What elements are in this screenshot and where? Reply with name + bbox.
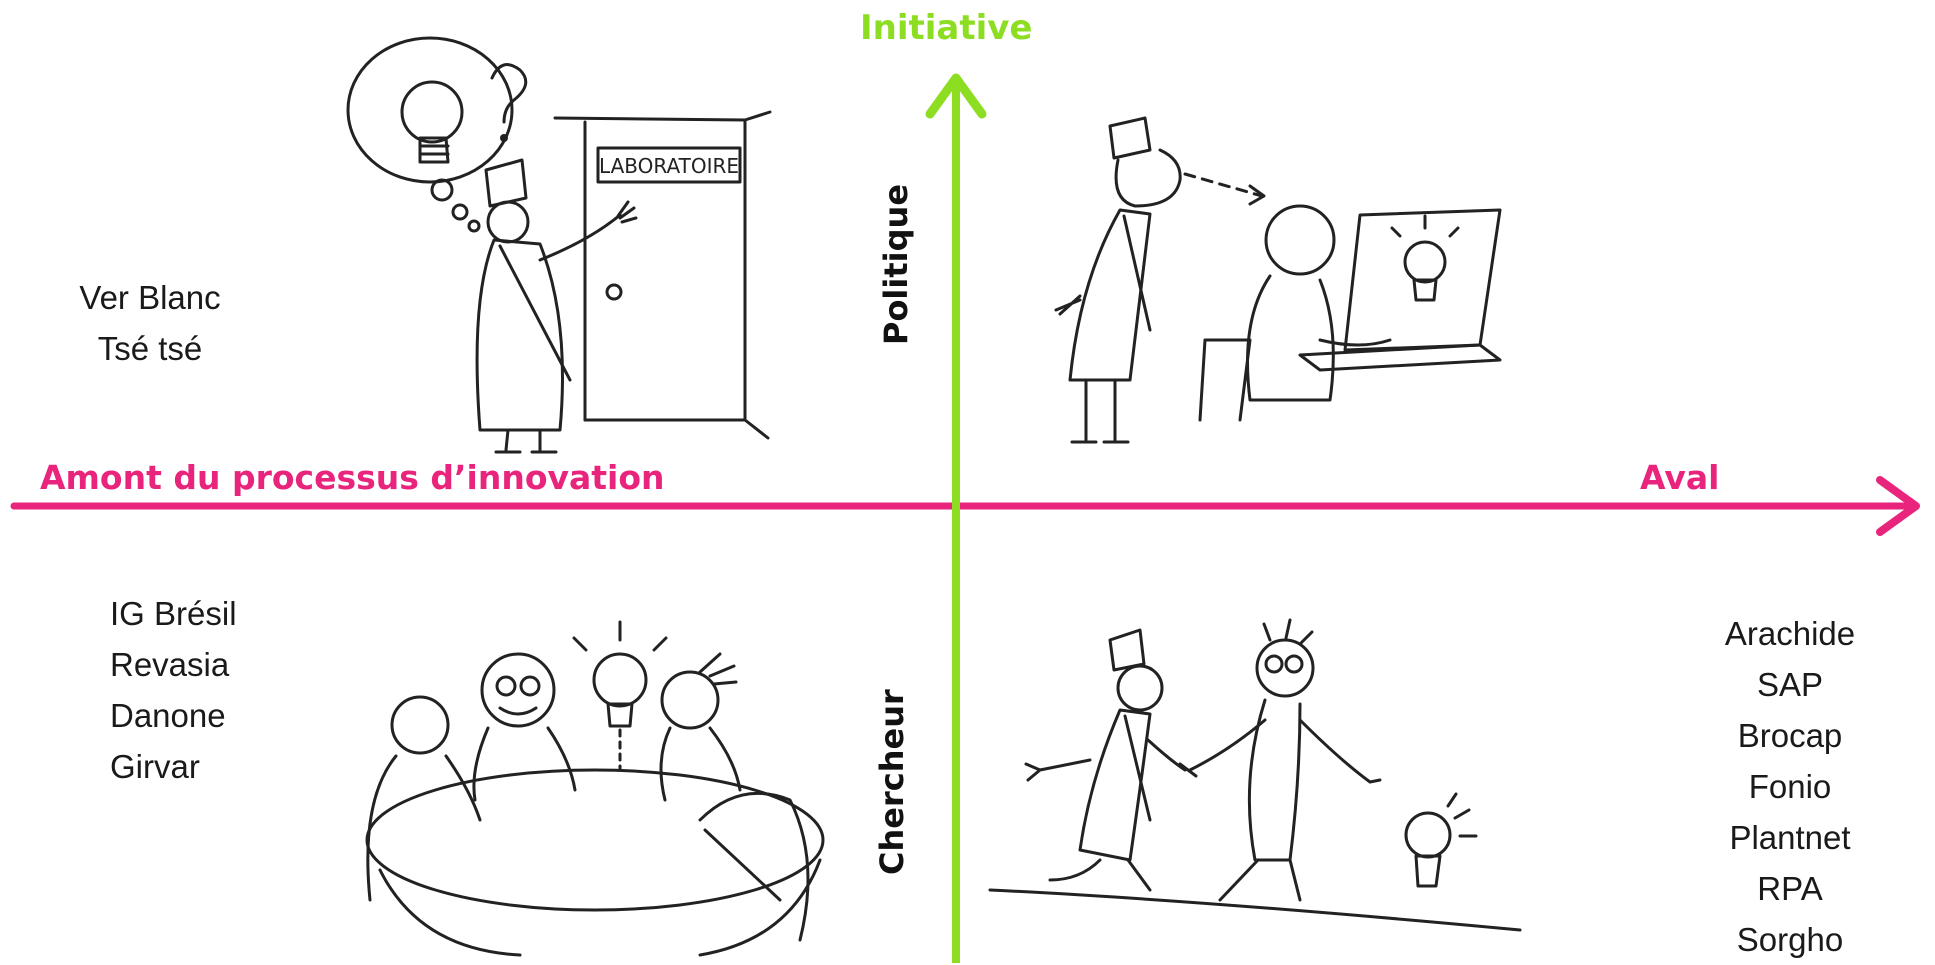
list-item: Sorgho <box>1736 921 1844 958</box>
list-item: Ver Blanc <box>79 279 221 316</box>
horizontal-axis <box>10 476 1920 536</box>
svg-text:LABORATOIRE: LABORATOIRE <box>599 154 739 178</box>
group-at-round-table-with-lightbulb-sketch <box>365 620 825 957</box>
politician-at-laboratory-door-sketch: LABORATOIRE <box>346 36 772 454</box>
list-item: RPA <box>1757 870 1823 907</box>
vertical-axis-label: Initiative <box>860 8 1033 48</box>
lower-right-item-list: Arachide SAP Brocap Fonio Plantnet RPA S… <box>1700 608 1880 965</box>
politician-watching-person-at-laptop-sketch <box>1054 116 1502 444</box>
vertical-axis <box>925 73 987 963</box>
row-label-politique: Politique <box>877 183 915 345</box>
list-item: IG Brésil <box>110 595 237 632</box>
upper-left-item-list: Ver Blanc Tsé tsé <box>60 272 240 374</box>
horizontal-axis-right-label: Aval <box>1640 458 1720 497</box>
list-item: SAP <box>1756 666 1824 703</box>
row-label-chercheur: Chercheur <box>873 689 911 875</box>
list-item: Danone <box>110 697 226 734</box>
horizontal-axis-left-label: Amont du processus d’innovation <box>40 458 665 497</box>
lower-left-item-list: IG Brésil Revasia Danone Girvar <box>110 588 310 792</box>
list-item: Revasia <box>110 646 230 683</box>
list-item: Plantnet <box>1729 819 1851 856</box>
politician-and-researcher-shaking-hands-sketch <box>988 618 1522 932</box>
list-item: Brocap <box>1737 717 1843 754</box>
list-item: Tsé tsé <box>97 330 203 367</box>
list-item: Fonio <box>1748 768 1832 805</box>
list-item: Arachide <box>1724 615 1856 652</box>
list-item: Girvar <box>110 748 200 785</box>
